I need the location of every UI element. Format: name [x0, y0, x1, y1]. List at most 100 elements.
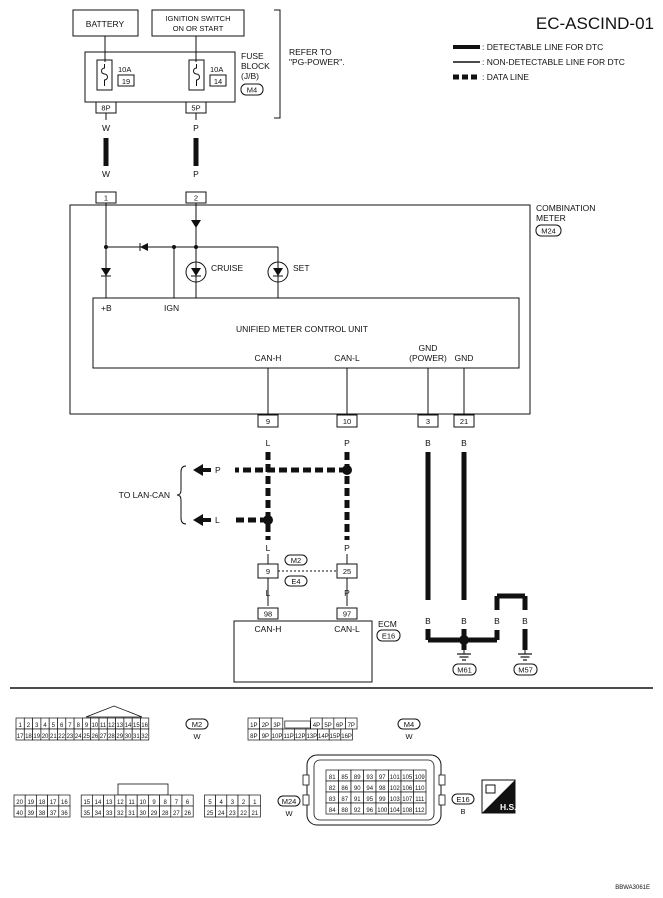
fuse-14-icon — [188, 59, 205, 91]
m4-top-pin-6P: 6P — [336, 723, 343, 729]
m2-top-pin-14: 14 — [125, 723, 132, 729]
ignition-label-1: IGNITION SWITCH — [166, 14, 231, 23]
e16-row2-pin-111: 111 — [415, 797, 425, 803]
wire-color-p-bottom: P — [193, 169, 199, 179]
hs-badge-icon: H.S. — [481, 779, 517, 814]
e16-row1-pin-98: 98 — [379, 786, 386, 792]
wire-color-b-1: B — [425, 438, 431, 448]
e16-row3-pin-104: 104 — [390, 808, 401, 814]
m4-bottom-pin-12P: 12P — [295, 734, 306, 740]
m24-top-pin-18: 18 — [39, 800, 46, 806]
fuse-19-amp: 10A — [118, 65, 131, 74]
m4-bottom-pin-16P: 16P — [341, 734, 352, 740]
m24-bottom-pin-27: 27 — [173, 811, 180, 817]
m2-top-pin-1: 1 — [18, 723, 22, 729]
m24-bottom-pin-36: 36 — [61, 811, 68, 817]
ecm-box — [233, 620, 373, 683]
connector-color-m24: W — [285, 809, 293, 818]
m2-bottom-pin-25: 25 — [83, 734, 90, 740]
hs-badge-label: H.S. — [500, 802, 517, 812]
wire-color-p-can-2: P — [344, 543, 350, 553]
gnd-power-label-1: GND — [419, 343, 438, 353]
m24-bottom-pin-33: 33 — [106, 811, 113, 817]
combination-meter-label-2: METER — [536, 213, 566, 223]
m2-bottom-pin-21: 21 — [50, 734, 57, 740]
meter-pin-3: 3 — [426, 417, 430, 426]
m24-bottom-pin-25: 25 — [207, 811, 214, 817]
connector-name-m2: M2 — [192, 720, 202, 729]
fuse-19-icon — [96, 59, 113, 91]
m4-bottom-pin-13P: 13P — [306, 734, 317, 740]
m4-bottom-pin-10P: 10P — [272, 734, 283, 740]
wire-color-w-top: W — [102, 123, 110, 133]
ecm-can-l-label: CAN-L — [334, 624, 360, 634]
wire-color-l-1: L — [266, 438, 271, 448]
m4-top-pin-1P: 1P — [250, 723, 257, 729]
e16-row0-pin-81: 81 — [329, 775, 336, 781]
connector-color-m2: W — [193, 732, 201, 741]
m2-top-pin-5: 5 — [52, 723, 56, 729]
e16-row1-pin-82: 82 — [329, 786, 336, 792]
connector-name-m4: M4 — [404, 720, 414, 729]
legend-data-line: : DATA LINE — [482, 72, 529, 82]
ignition-label-2: ON OR START — [173, 24, 224, 33]
set-indicator-icon — [267, 261, 289, 283]
connector-name-e16: E16 — [456, 795, 469, 804]
e16-row1-pin-102: 102 — [390, 786, 401, 792]
m2-top-pin-2: 2 — [27, 723, 31, 729]
m24-bottom-pin-29: 29 — [151, 811, 158, 817]
ground-m57-label: M57 — [518, 666, 533, 675]
m4-top-pin-4P: 4P — [313, 723, 320, 729]
m2-top-pin-9: 9 — [85, 723, 89, 729]
m2-bottom-pin-24: 24 — [75, 734, 82, 740]
m24-top-pin-13: 13 — [106, 800, 113, 806]
m2-top-pin-7: 7 — [68, 723, 72, 729]
m2-bottom-pin-26: 26 — [92, 734, 99, 740]
wire-color-b-4: B — [461, 616, 467, 626]
e16-row2-pin-87: 87 — [341, 797, 348, 803]
e16-row0-pin-105: 105 — [402, 775, 413, 781]
meter-can-l-label: CAN-L — [334, 353, 360, 363]
meter-pin-10: 10 — [343, 417, 351, 426]
m24-bottom-pin-38: 38 — [39, 811, 46, 817]
m24-bottom-pin-35: 35 — [83, 811, 90, 817]
e16-row3-pin-96: 96 — [366, 808, 373, 814]
ground-m61-icon — [457, 650, 471, 661]
gnd-label: GND — [455, 353, 474, 363]
m2-bottom-pin-30: 30 — [125, 734, 132, 740]
ground-m57-icon — [518, 650, 532, 661]
page-title: EC-ASCIND-01 — [536, 14, 654, 33]
e16-row2-pin-95: 95 — [366, 797, 373, 803]
m2-bottom-pin-19: 19 — [33, 734, 40, 740]
e16-row1-pin-106: 106 — [402, 786, 413, 792]
e16-row2-pin-99: 99 — [379, 797, 386, 803]
wire-color-b-2: B — [425, 616, 431, 626]
wire-color-b-3: B — [461, 438, 467, 448]
m24-top-pin-16: 16 — [61, 800, 68, 806]
m4-top-pin-2P: 2P — [262, 723, 269, 729]
m2-top-pin-4: 4 — [43, 723, 47, 729]
connector-color-e16: B — [460, 807, 465, 816]
m2-bottom-pin-17: 17 — [17, 734, 24, 740]
to-lan-can-label: TO LAN-CAN — [119, 490, 170, 500]
m2-bottom-pin-28: 28 — [108, 734, 115, 740]
unified-meter-control-unit — [92, 297, 520, 369]
fuse-14-amp: 10A — [210, 65, 223, 74]
m24-bottom-pin-39: 39 — [27, 811, 34, 817]
m24-top-pin-15: 15 — [83, 800, 90, 806]
fuse-19-number: 19 — [122, 77, 130, 86]
m24-bottom-pin-22: 22 — [240, 811, 247, 817]
m2-top-pin-3: 3 — [35, 723, 39, 729]
fuse-pin-8p: 8P — [101, 104, 110, 113]
e16-row0-pin-109: 109 — [415, 775, 426, 781]
m24-top-pin-10: 10 — [139, 800, 146, 806]
e16-row1-pin-86: 86 — [341, 786, 348, 792]
m24-bottom-pin-24: 24 — [218, 811, 225, 817]
joint-connector-e4: E4 — [291, 577, 300, 586]
m24-top-pin-7: 7 — [175, 800, 179, 806]
m24-bottom-pin-34: 34 — [95, 811, 102, 817]
